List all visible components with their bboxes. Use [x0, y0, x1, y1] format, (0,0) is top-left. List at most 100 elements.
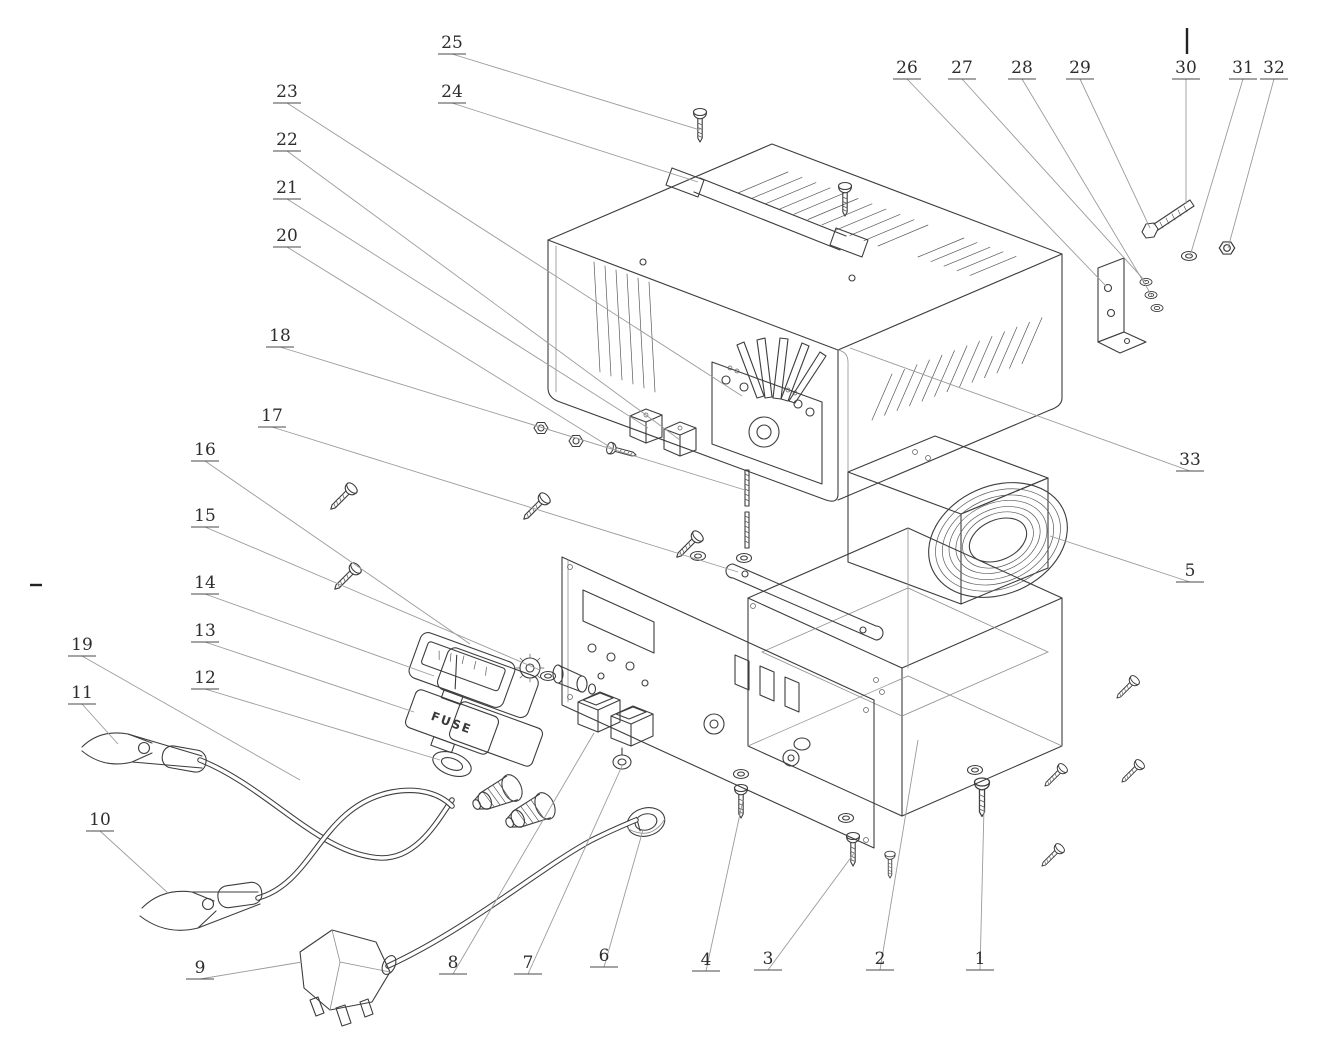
screw: [329, 560, 364, 595]
washer: [966, 764, 984, 776]
heatsink-fins: [736, 337, 827, 404]
leader-line: [451, 53, 701, 131]
callout-7: 7: [514, 765, 623, 975]
part-number: 22: [276, 130, 298, 150]
part-number: 29: [1069, 58, 1091, 78]
plug-pin: [335, 1004, 352, 1027]
leader-line: [99, 830, 169, 894]
callout-13: 13: [191, 621, 415, 713]
part-number: 6: [599, 946, 610, 966]
part-number: 31: [1232, 58, 1254, 78]
callout-21: 21: [273, 178, 649, 429]
callout-16: 16: [191, 440, 471, 645]
leader-line: [204, 526, 541, 671]
stray-marks: [30, 28, 1189, 587]
callout-33: 33: [849, 347, 1204, 472]
leader-line: [906, 78, 1107, 287]
callout-12: 12: [191, 668, 441, 761]
part-number: 2: [875, 949, 886, 969]
callout-20: 20: [273, 226, 619, 453]
washer: [735, 552, 753, 564]
threaded-stud: [744, 469, 750, 507]
screw: [884, 850, 896, 879]
callout-22: 22: [273, 130, 681, 441]
leader-line: [1021, 78, 1153, 297]
part-number: 20: [276, 226, 298, 246]
terminal-block-2: [663, 421, 697, 457]
part-number: 28: [1011, 58, 1033, 78]
part-number: 15: [194, 506, 216, 526]
washer: [1180, 250, 1198, 262]
callout-6: 6: [590, 829, 644, 968]
leader-line: [527, 765, 623, 975]
callout-31: 31: [1189, 58, 1257, 257]
l-bracket: [1097, 257, 1125, 343]
leader-line: [849, 347, 1191, 472]
part-number: 13: [194, 621, 216, 641]
internal-panel: [711, 361, 823, 485]
leader-line: [204, 460, 471, 645]
leader-line: [271, 426, 739, 573]
part-number: 3: [763, 949, 774, 969]
callout-3: 3: [754, 851, 856, 971]
leader-line: [767, 851, 856, 971]
callout-23: 23: [273, 82, 743, 397]
screw: [1112, 673, 1142, 703]
part-number: 30: [1175, 58, 1197, 78]
leader-line: [286, 102, 743, 397]
rocker-switch-2: [610, 705, 654, 747]
part-number: 21: [276, 178, 298, 198]
switch-cutout-2: [759, 665, 775, 702]
leader-line: [1189, 78, 1244, 257]
callout-15: 15: [191, 506, 541, 671]
panel-meter: [408, 632, 516, 708]
screw: [1037, 841, 1067, 871]
callout-4: 4: [692, 799, 744, 972]
callout-26: 26: [893, 58, 1107, 287]
callout-32: 32: [1227, 58, 1288, 249]
leader-line: [979, 807, 985, 971]
part-number: 11: [71, 683, 93, 703]
part-number: 1: [975, 949, 986, 969]
leader-line: [286, 198, 649, 429]
plug-pin: [309, 996, 325, 1017]
screw: [325, 480, 360, 515]
terminal-post-2: [505, 792, 556, 828]
part-number: 24: [441, 82, 463, 102]
screw: [604, 441, 639, 462]
part-number: 27: [951, 58, 973, 78]
part-number: 16: [194, 440, 216, 460]
leader-line: [81, 703, 119, 745]
part-number: 19: [71, 635, 93, 655]
leader-line: [204, 593, 435, 677]
transformer: [847, 435, 1068, 605]
screw: [1117, 757, 1147, 787]
leader-line: [705, 799, 744, 972]
callout-17: 17: [258, 406, 739, 573]
washer: [1150, 303, 1164, 313]
part-number: 8: [448, 953, 459, 973]
part-number: 18: [269, 326, 291, 346]
top-vent-grille-2: [917, 237, 1017, 276]
callout-27: 27: [948, 58, 1147, 283]
carry-handle: [665, 167, 869, 258]
screw: [1040, 761, 1070, 791]
mounting-bar: [725, 563, 884, 641]
fuse-ring: [432, 751, 472, 777]
leader-line: [286, 150, 681, 441]
power-cord: [385, 817, 639, 969]
nut: [1218, 241, 1236, 255]
callout-30: 30: [1172, 58, 1200, 204]
leader-line: [879, 739, 919, 971]
callout-29: 29: [1066, 58, 1151, 229]
fuse-holder: FUSE: [404, 689, 544, 777]
leader-line: [1079, 78, 1151, 229]
side-vent-grille: [871, 317, 1043, 421]
threaded-stud: [744, 511, 750, 549]
nut: [568, 434, 584, 448]
washer: [732, 768, 750, 780]
part-number: 10: [89, 810, 111, 830]
callout-25: 25: [438, 33, 701, 131]
